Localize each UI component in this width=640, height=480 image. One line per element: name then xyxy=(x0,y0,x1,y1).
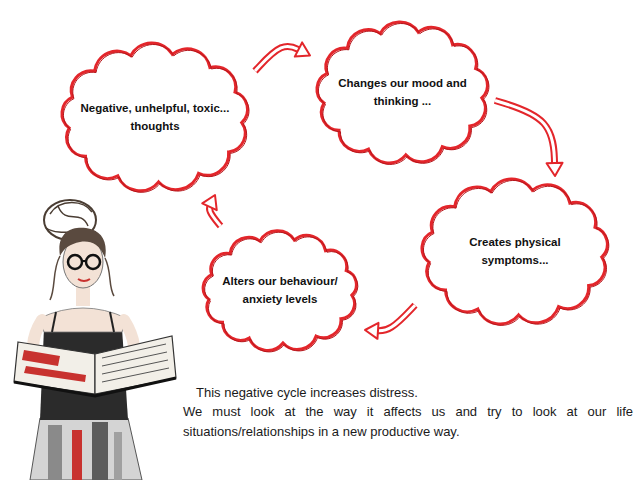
cloud-text: Creates physical symptoms... xyxy=(443,234,587,270)
woman-figure xyxy=(14,200,176,480)
arrow-head xyxy=(365,323,378,339)
caption-text: We must look at the way it affects us an… xyxy=(183,402,633,442)
cycle-arrow xyxy=(255,42,310,71)
cloud-outline-sketch xyxy=(318,24,489,165)
skirt-pattern xyxy=(114,432,122,480)
arrow-shaft-inner xyxy=(255,46,301,71)
skirt xyxy=(30,418,142,480)
cloud-text-group: Alters our behaviour/ anxiety levels xyxy=(212,273,348,309)
book-print xyxy=(24,366,86,382)
arrow-shaft xyxy=(495,101,555,167)
arrow-head xyxy=(547,163,563,176)
arrow-head xyxy=(202,195,216,210)
cloud-outline-sketch xyxy=(63,44,249,192)
hair-strands xyxy=(46,203,96,233)
cloud-text-group: Negative, unhelpful, toxic... thoughts xyxy=(77,100,233,136)
arrow-shaft xyxy=(375,305,415,331)
thought-cloud: Alters our behaviour/ anxiety levels xyxy=(195,226,365,356)
cloud-text: Changes our mood and thinking ... xyxy=(334,75,471,111)
skirt-pattern xyxy=(92,422,108,480)
glasses xyxy=(86,255,100,269)
cycle-arrow xyxy=(202,195,220,226)
cloud-outline-sketch xyxy=(423,180,608,325)
cloud-outline-sketch xyxy=(205,232,358,352)
skirt-pattern xyxy=(72,430,82,480)
book-print xyxy=(22,350,60,366)
shoulders xyxy=(40,308,126,332)
cloud-outline xyxy=(415,176,615,328)
glasses xyxy=(68,255,82,269)
arrow-head xyxy=(295,42,310,56)
book-page xyxy=(14,342,95,394)
cloud-text-group: Creates physical symptoms... xyxy=(443,234,587,270)
lips xyxy=(78,279,90,281)
cloud-text: Alters our behaviour/ anxiety levels xyxy=(212,273,348,309)
cloud-outline xyxy=(195,226,365,356)
cloud-outline xyxy=(310,18,495,168)
arrow-shaft-inner xyxy=(495,101,555,167)
book-print xyxy=(102,344,169,382)
cycle-arrow xyxy=(495,101,563,177)
arrow-shaft-inner xyxy=(375,305,415,331)
strap xyxy=(110,312,114,332)
arrow-shaft xyxy=(255,46,301,71)
thought-cloud: Changes our mood and thinking ... xyxy=(310,18,495,168)
book-page xyxy=(95,336,176,394)
cloud-text-group: Changes our mood and thinking ... xyxy=(334,75,471,111)
cycle-arrow xyxy=(365,305,415,339)
cloud-outline xyxy=(55,40,255,195)
hair xyxy=(59,228,105,258)
hair-strands xyxy=(50,256,114,300)
glasses-bridge xyxy=(82,260,86,262)
caption-text: This negative cycle increases distress. xyxy=(196,383,636,403)
skirt-pattern xyxy=(48,425,62,480)
thought-cloud: Negative, unhelpful, toxic... thoughts xyxy=(55,40,255,195)
cloud-text: Negative, unhelpful, toxic... thoughts xyxy=(77,100,233,136)
strap xyxy=(52,312,56,332)
thought-cloud: Creates physical symptoms... xyxy=(415,176,615,328)
book-cover xyxy=(14,378,176,396)
